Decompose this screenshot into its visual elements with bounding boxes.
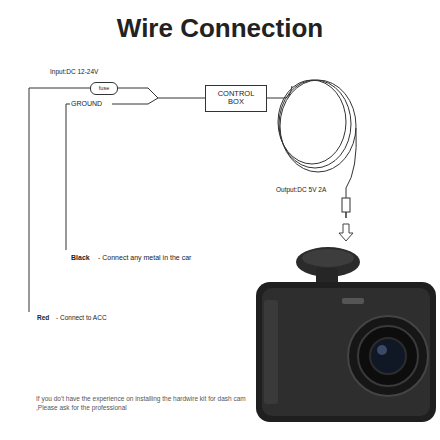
title: Wire Connection [0, 14, 440, 43]
wire-color-label: Red [37, 314, 49, 321]
cable-coil [278, 80, 356, 172]
ground-wire [112, 98, 158, 104]
node-text: CONTROL BOX [210, 90, 262, 107]
output-wire [346, 128, 356, 198]
ground-wire [66, 104, 70, 250]
fuse-symbol: fuse [90, 82, 118, 95]
node-text: fuse [93, 85, 115, 91]
wire [118, 88, 205, 98]
voltage-label: Input:DC 12-24V [50, 68, 98, 75]
plug-pin [345, 212, 347, 218]
usb-plug [342, 198, 350, 212]
wire-color-label: Black [71, 254, 90, 262]
voltage-label: Output:DC 5V 2A [276, 186, 326, 193]
down-arrow [339, 224, 353, 241]
wire-note: - Connect to ACC [56, 314, 107, 321]
footnote: If you do't have the experience on insta… [36, 394, 261, 413]
red-wire [29, 88, 90, 312]
dash-cam [256, 247, 436, 422]
control-box: CONTROL BOX [205, 85, 267, 112]
wire-label: GROUND [71, 100, 102, 108]
wire-note: - Connect any metal in the car [98, 254, 191, 262]
